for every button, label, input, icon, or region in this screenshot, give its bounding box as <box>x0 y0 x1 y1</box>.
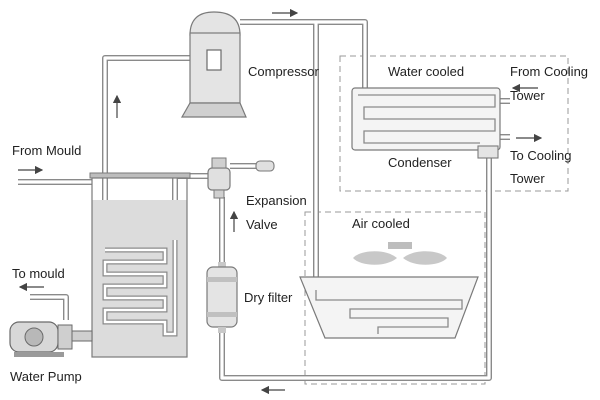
water-tank <box>89 172 191 358</box>
air-cooled-condenser <box>299 276 479 339</box>
compressor-unit <box>180 11 247 118</box>
water-cooled-label: Water cooled <box>388 64 464 79</box>
expansion-valve <box>207 157 275 199</box>
from-cooling-label-1: From Cooling <box>510 64 588 79</box>
water-pump <box>9 321 93 357</box>
to-mould-label: To mould <box>12 266 65 281</box>
dry-filter-label: Dry filter <box>244 290 293 305</box>
from-cooling-label-2: Tower <box>510 88 545 103</box>
to-cooling-label-2: Tower <box>510 171 545 186</box>
expansion-label-2: Valve <box>246 217 278 232</box>
flow-arrows <box>18 8 543 395</box>
compressor-label: Compressor <box>248 64 319 79</box>
dry-filter <box>206 262 238 333</box>
air-cooled-label: Air cooled <box>352 216 410 231</box>
to-cooling-label-1: To Cooling <box>510 148 571 163</box>
expansion-label-1: Expansion <box>246 193 307 208</box>
refrigerant-piping <box>18 19 510 381</box>
water-cooled-condenser <box>351 87 501 159</box>
condenser-label: Condenser <box>388 155 452 170</box>
from-mould-label: From Mould <box>12 143 81 158</box>
water-pump-label: Water Pump <box>10 369 82 384</box>
fan-icon <box>353 242 447 265</box>
water-cooled-zone <box>339 55 569 192</box>
air-cooled-zone <box>304 211 486 385</box>
